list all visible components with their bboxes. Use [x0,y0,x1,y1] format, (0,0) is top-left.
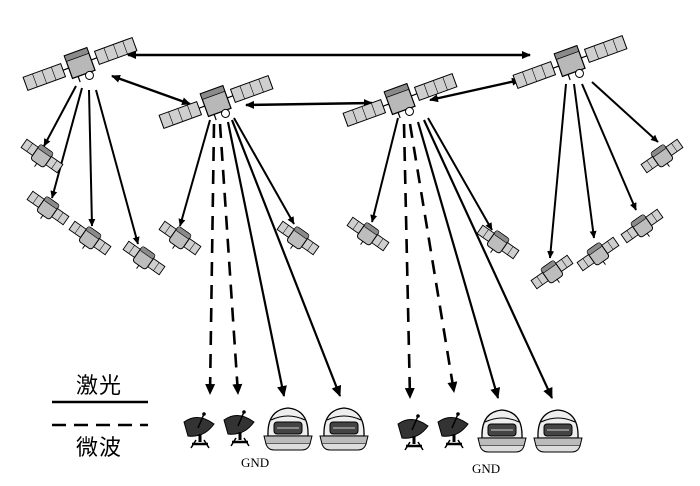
user-satellite [154,217,204,262]
helmet-operator-icon [477,409,527,453]
user-satellite [118,237,168,282]
helmet-operator-icon [533,409,583,453]
relay-link-3-4 [429,77,521,103]
relay-link-2-3 [245,99,373,109]
user-satellite [342,213,392,258]
relay3-links [370,117,553,399]
ground-label: GND [241,455,270,470]
dish-antenna-icon [396,412,430,452]
relay2-microwave-links [205,123,243,395]
ground-label: GND [472,461,501,476]
relay-satellite-4 [510,29,632,100]
relay2-links [178,117,342,397]
user-satellite [64,217,114,262]
dish-antenna-icon [436,410,470,450]
helmet-operator-icon [263,407,313,451]
user-satellite [22,187,72,232]
user-satellite [528,251,578,296]
user-satellite [574,233,624,278]
relay-link-1-2 [111,74,191,106]
relay3-microwave-links [402,123,458,399]
relay1-user-links [43,85,140,245]
relay4-user-links [547,81,659,259]
dish-antenna-icon [182,410,216,450]
user-satellite [618,205,668,250]
legend-laser-label: 激光 [76,374,123,399]
legend-microwave-label: 微波 [76,436,123,461]
helmet-operator-icon [319,407,369,451]
user-satellite [638,135,688,180]
dish-antenna-icon [222,408,256,448]
